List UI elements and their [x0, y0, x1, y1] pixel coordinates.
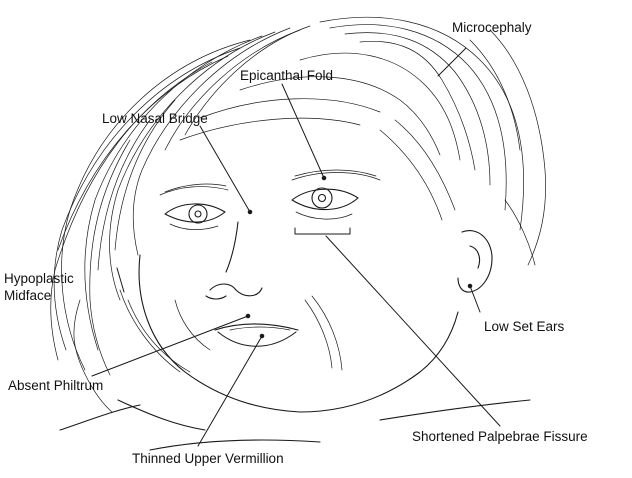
mouth [215, 324, 298, 346]
label-low-set-ears: Low Set Ears [484, 319, 564, 335]
right-eye [292, 188, 358, 219]
left-eye [165, 204, 225, 230]
label-absent-philtrum: Absent Philtrum [8, 378, 103, 394]
face-outline [60, 255, 530, 450]
label-midface: Midface [4, 288, 51, 304]
face-shading [120, 290, 342, 372]
label-shortened-palpebrae-fissure: Shortened Palpebrae Fissure [412, 429, 588, 445]
label-hypoplastic: Hypoplastic [4, 271, 74, 287]
label-low-nasal-bridge: Low Nasal Bridge [102, 111, 208, 127]
label-microcephaly: Microcephaly [452, 20, 532, 36]
label-thinned-upper-vermillion: Thinned Upper Vermillion [132, 451, 284, 467]
label-epicanthal-fold: Epicanthal Fold [240, 68, 333, 84]
ear-drawing [458, 231, 492, 293]
nose [206, 222, 262, 299]
eyebrows [160, 170, 380, 195]
fissure-bracket [295, 228, 350, 234]
